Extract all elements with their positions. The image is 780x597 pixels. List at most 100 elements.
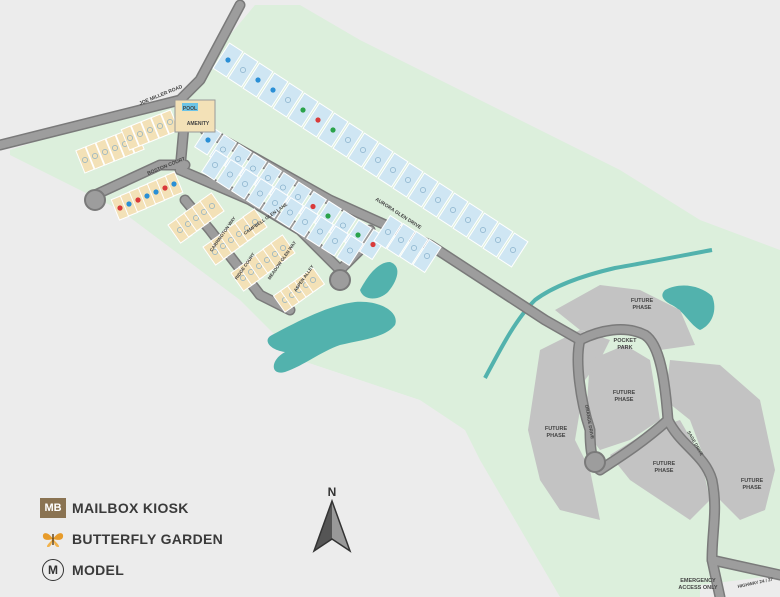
home-lot[interactable] xyxy=(272,82,304,118)
lot-marker xyxy=(209,203,215,209)
home-lot[interactable] xyxy=(347,132,379,168)
lot-marker xyxy=(157,123,163,129)
lot-marker xyxy=(201,209,207,215)
lot-status-dot xyxy=(171,181,177,187)
home-lot[interactable] xyxy=(412,238,442,274)
lot-status-dot xyxy=(315,117,321,123)
lot-marker xyxy=(465,217,471,223)
lot-status-dot xyxy=(255,77,261,83)
home-lot[interactable] xyxy=(305,215,335,248)
home-lot[interactable] xyxy=(120,125,140,151)
home-lot[interactable] xyxy=(377,152,409,188)
home-lot[interactable] xyxy=(422,182,454,218)
home-lot[interactable] xyxy=(230,168,260,200)
lot-marker xyxy=(287,209,293,216)
home-lot[interactable] xyxy=(497,232,529,268)
lot-marker xyxy=(227,171,233,178)
north-compass: N xyxy=(310,485,354,555)
emergency-access-label: EMERGENCY xyxy=(680,578,716,584)
home-lot[interactable] xyxy=(275,196,305,229)
home-lot[interactable] xyxy=(200,149,230,181)
home-lot[interactable] xyxy=(242,208,268,236)
lot-marker xyxy=(102,149,108,155)
lot-status-dot xyxy=(225,57,231,63)
home-lot[interactable] xyxy=(130,121,150,147)
lot-marker xyxy=(280,184,286,191)
lot-marker xyxy=(375,157,381,163)
lot-marker xyxy=(147,127,153,133)
lot-marker xyxy=(250,165,256,172)
home-lot[interactable] xyxy=(467,212,499,248)
lot-marker xyxy=(220,243,226,249)
pocket-park-label: PARK xyxy=(617,345,632,351)
future-phase-labels: FUTUREPHASEFUTUREPHASEFUTUREPHASEFUTUREP… xyxy=(545,298,764,491)
home-lot[interactable] xyxy=(300,267,326,293)
lot-marker xyxy=(345,137,351,143)
lot-status-dot xyxy=(325,213,331,219)
home-lot[interactable] xyxy=(452,202,484,238)
lot-marker xyxy=(295,194,301,200)
lot-marker xyxy=(248,269,254,275)
home-lot[interactable] xyxy=(373,214,403,250)
pond xyxy=(267,301,396,373)
legend-row-model: M MODEL xyxy=(40,557,300,583)
home-lot[interactable] xyxy=(386,222,416,258)
lot-marker xyxy=(340,222,346,229)
lot-marker xyxy=(495,237,501,243)
butterfly-garden-icon xyxy=(42,533,64,547)
lot-marker xyxy=(242,181,248,187)
amenity-label: AMENITY xyxy=(187,121,210,127)
home-lot[interactable] xyxy=(75,146,95,174)
lot-marker xyxy=(228,237,234,243)
lot-marker xyxy=(264,257,270,263)
legend-label: MAILBOX KIOSK xyxy=(72,500,189,516)
lot-marker xyxy=(256,263,262,269)
lot-marker xyxy=(82,157,88,163)
home-lot[interactable] xyxy=(482,222,514,258)
future-phase-area xyxy=(665,360,775,520)
lot-status-dot xyxy=(153,189,159,195)
home-lot[interactable] xyxy=(332,122,364,158)
home-lot[interactable] xyxy=(270,234,296,262)
home-lot[interactable] xyxy=(392,162,424,198)
home-lot[interactable] xyxy=(140,117,160,143)
home-lot[interactable] xyxy=(227,52,259,88)
lot-marker xyxy=(405,177,411,183)
lot-marker xyxy=(310,277,316,283)
home-lot[interactable] xyxy=(95,138,115,166)
lot-marker xyxy=(411,245,417,251)
lot-marker xyxy=(220,146,226,153)
lot-marker xyxy=(420,187,426,193)
legend-label: BUTTERFLY GARDEN xyxy=(72,531,224,547)
home-lot[interactable] xyxy=(105,134,125,162)
lot-marker xyxy=(272,251,278,257)
home-lot[interactable] xyxy=(320,225,350,257)
home-lot[interactable] xyxy=(335,234,365,267)
home-lot[interactable] xyxy=(399,230,429,266)
home-lot[interactable] xyxy=(290,206,320,238)
lot-marker xyxy=(347,247,353,254)
home-lot[interactable] xyxy=(260,187,290,219)
lot-marker xyxy=(235,156,241,162)
home-lot[interactable] xyxy=(437,192,469,228)
home-lot[interactable] xyxy=(85,142,105,170)
lot-marker xyxy=(112,145,118,151)
lot-marker xyxy=(385,229,391,235)
pocket-park-label: POCKET xyxy=(614,338,638,344)
lot-marker xyxy=(257,190,263,197)
home-lot[interactable] xyxy=(407,172,439,208)
home-lot[interactable] xyxy=(150,113,170,139)
lot-status-dot xyxy=(205,137,211,143)
future-phase-label: FUTURE xyxy=(653,461,676,467)
lot-marker xyxy=(510,247,516,253)
lot-marker xyxy=(435,197,441,203)
home-lot[interactable] xyxy=(362,142,394,178)
home-lot[interactable] xyxy=(199,192,225,220)
lot-status-dot xyxy=(310,203,316,210)
home-lot[interactable] xyxy=(245,177,275,210)
lot-status-dot xyxy=(144,193,150,199)
home-lot[interactable] xyxy=(215,158,245,191)
lot-marker xyxy=(265,175,271,181)
lot-marker xyxy=(236,231,242,237)
